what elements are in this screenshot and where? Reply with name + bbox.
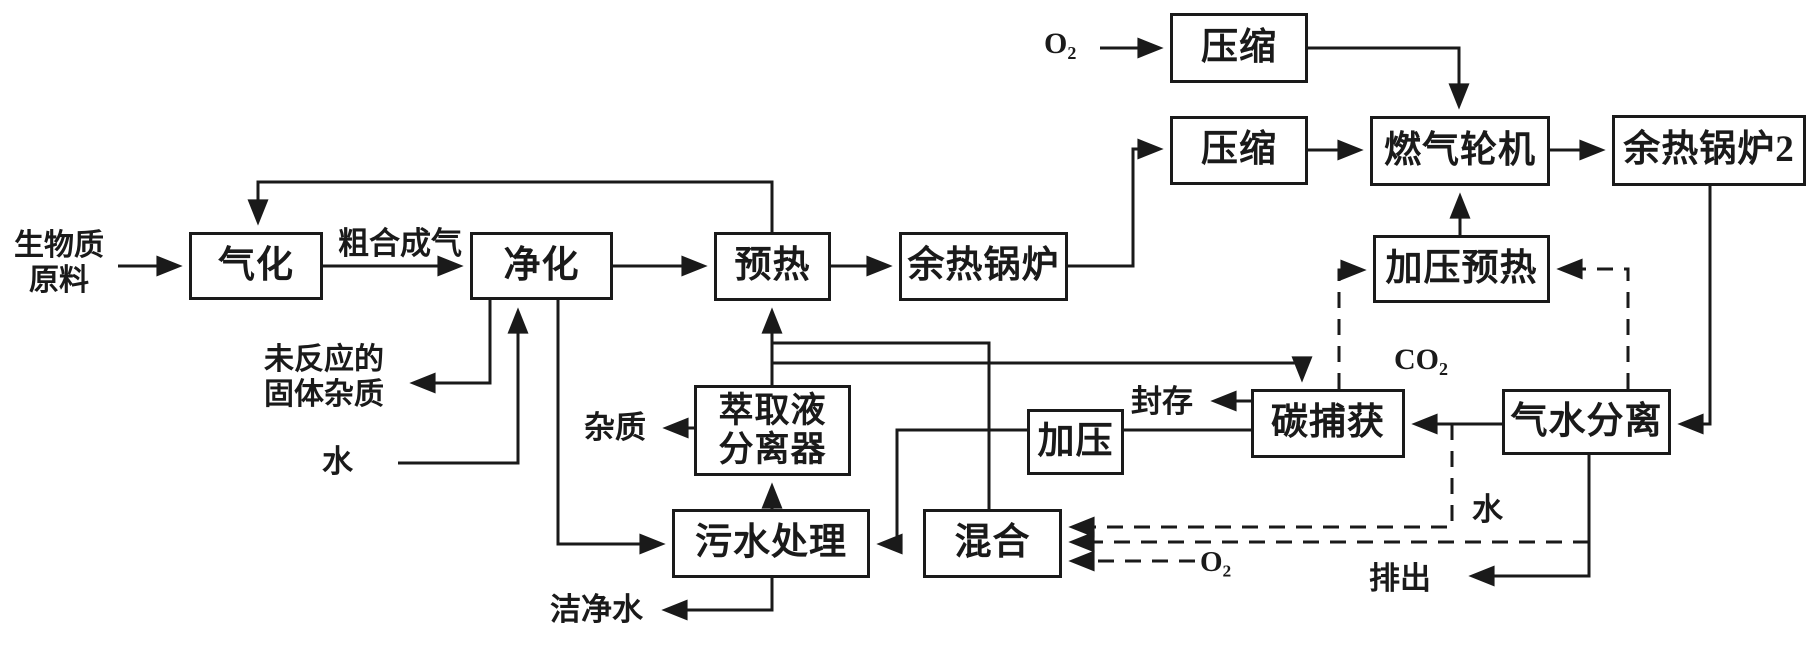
node-gas-turbine: 燃气轮机 — [1370, 116, 1550, 186]
node-pressurize: 加压 — [1027, 409, 1124, 475]
edge-purification-to-unreacted-solids — [409, 300, 492, 394]
label-sequestration: 封存 — [1131, 384, 1193, 419]
node-pressurized-preheat-label: 加压预热 — [1385, 247, 1538, 289]
edge-whb-to-compression — [1068, 138, 1164, 268]
edge-whb2-to-gas-water-separation — [1677, 186, 1712, 435]
node-pressurize-label: 加压 — [1037, 420, 1114, 462]
node-compression-label: 压缩 — [1201, 129, 1277, 171]
edge-capture-to-pressurized-preheat-dashed — [1337, 259, 1367, 389]
edge-sewage-to-clean-water — [661, 578, 774, 621]
node-extract-liquid-separator: 萃取液 分离器 — [694, 385, 851, 476]
node-extract-liquid-separator-line2: 分离器 — [718, 429, 827, 469]
edge-branch-to-carbon-capture — [772, 356, 1313, 383]
node-waste-heat-boiler: 余热锅炉 — [899, 232, 1068, 301]
node-preheat-label: 预热 — [734, 245, 811, 287]
label-biomass-feed-line2: 原料 — [29, 264, 89, 297]
node-gasification: 气化 — [189, 232, 323, 300]
edge-separation-to-discharge — [1468, 455, 1591, 587]
node-compression-top-label: 压缩 — [1201, 26, 1277, 68]
node-sewage-treatment: 污水处理 — [672, 509, 870, 578]
node-gas-water-separation: 气水分离 — [1502, 389, 1671, 455]
label-impurities: 杂质 — [584, 410, 646, 445]
edge-water-to-mixing-dashed — [1068, 424, 1454, 538]
node-carbon-capture: 碳捕获 — [1251, 389, 1405, 458]
edge-water-to-purification — [398, 307, 529, 465]
node-compression: 压缩 — [1170, 116, 1308, 185]
label-co2: CO₂ — [1394, 343, 1448, 376]
node-purification: 净化 — [470, 232, 613, 300]
label-discharge: 排出 — [1369, 561, 1431, 596]
node-mixing: 混合 — [923, 509, 1062, 578]
label-o2-bottom: O₂ — [1197, 545, 1235, 580]
edge-mixing-to-riser — [772, 341, 991, 509]
label-crude-syngas: 粗合成气 — [338, 226, 462, 261]
edge-purification-to-sewage — [556, 300, 666, 555]
node-compression-top: 压缩 — [1170, 13, 1308, 83]
node-waste-heat-boiler-2: 余热锅炉2 — [1612, 115, 1806, 186]
edge-pressurize-to-sewage — [876, 428, 1027, 555]
label-water-left: 水 — [322, 444, 353, 479]
edge-preheat-to-gasification-feedback — [247, 180, 774, 232]
node-purification-label: 净化 — [503, 244, 580, 286]
node-mixing-label: 混合 — [954, 522, 1031, 564]
edge-compression-top-to-turbine — [1308, 46, 1470, 110]
label-o2-top: O₂ — [1044, 27, 1077, 60]
node-gas-water-separation-label: 气水分离 — [1510, 400, 1663, 442]
node-preheat: 预热 — [714, 232, 831, 301]
node-gas-turbine-label: 燃气轮机 — [1384, 129, 1536, 171]
label-unreacted-solids-line2: 固体杂质 — [264, 378, 384, 411]
node-extract-liquid-separator-line1: 萃取液 — [718, 391, 827, 430]
label-clean-water: 洁净水 — [550, 592, 643, 627]
node-waste-heat-boiler-2-label: 余热锅炉2 — [1623, 129, 1795, 171]
node-pressurized-preheat: 加压预热 — [1373, 235, 1550, 303]
label-unreacted-solids-line1: 未反应的 — [264, 343, 384, 376]
label-unreacted-solids: 未反应的 固体杂质 — [256, 342, 392, 412]
node-sewage-treatment-label: 污水处理 — [695, 522, 847, 564]
node-carbon-capture-label: 碳捕获 — [1271, 402, 1385, 444]
label-biomass-feed: 生物质 原料 — [6, 228, 112, 298]
label-biomass-feed-line1: 生物质 — [14, 229, 104, 262]
edge-separation-to-pressurized-preheat-dashed — [1556, 258, 1630, 389]
node-gasification-label: 气化 — [218, 244, 294, 286]
node-waste-heat-boiler-label: 余热锅炉 — [907, 245, 1060, 287]
label-water-right: 水 — [1472, 492, 1503, 527]
